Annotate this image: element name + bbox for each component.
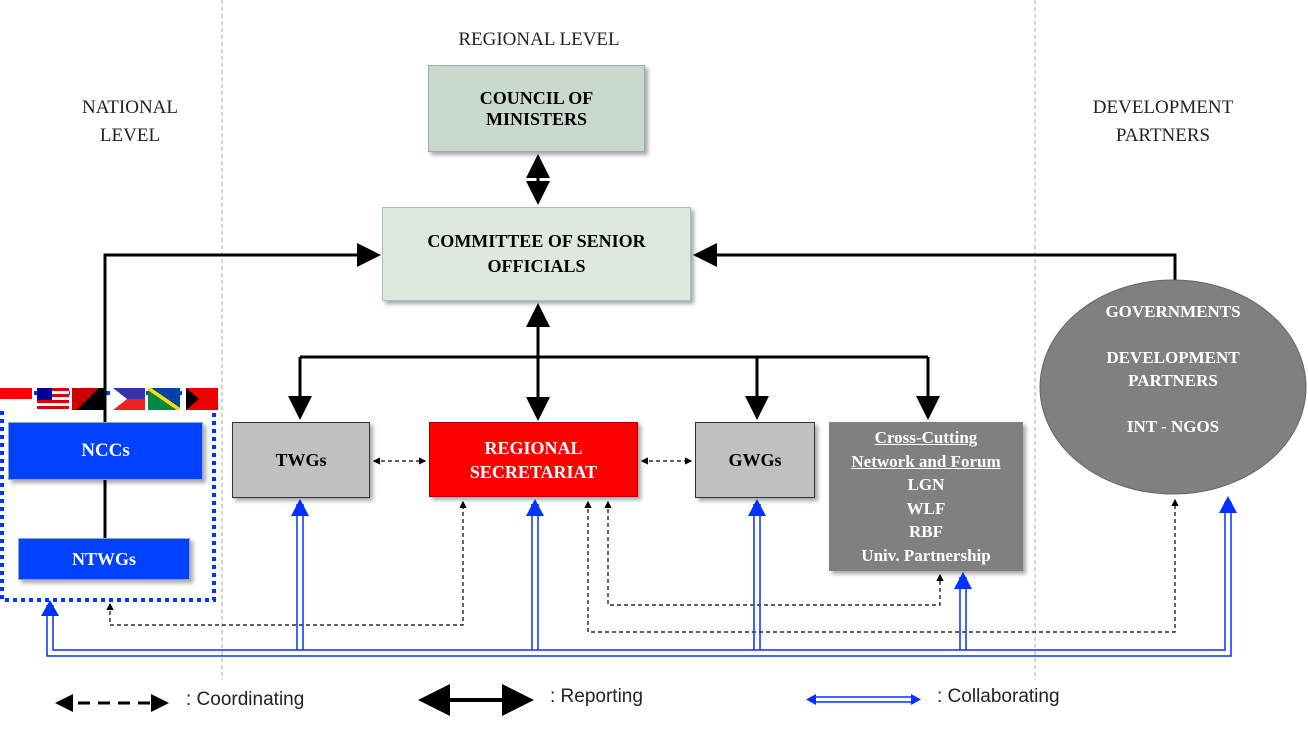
flag-png-icon (72, 388, 104, 410)
coordinating-lines (106, 457, 1179, 633)
cross-item: RBF (909, 522, 943, 541)
ntwgs-box: NTWGs (18, 538, 190, 580)
cross-cutting-box: Cross-Cutting Network and Forum LGN WLF … (829, 422, 1023, 571)
legend-coordinating-label: : Coordinating (186, 689, 305, 710)
cross-item: WLF (906, 498, 946, 518)
flag-philippines-icon (113, 388, 145, 410)
partners-ellipse (1039, 279, 1307, 495)
nccs-box: NCCs (8, 422, 203, 480)
legend-reporting-label: : Reporting (550, 686, 643, 707)
national-group-border (0, 391, 216, 602)
regional-level-label: REGIONAL LEVEL (458, 29, 620, 50)
flag-timor-leste-icon (186, 388, 218, 410)
flag-indonesia-icon (0, 388, 32, 410)
collaborating-lines (46, 502, 1232, 657)
cross-item: Univ. Partnership (861, 545, 991, 565)
cross-cutting-subtitle: Network and Forum (851, 451, 1001, 471)
legend-collaborating-line (812, 696, 915, 703)
cross-item: LGN (907, 475, 945, 494)
flag-solomon-islands-icon (148, 388, 180, 410)
collaborating-arrowheads (41, 496, 1237, 616)
flag-malaysia-icon (37, 388, 69, 410)
legend-collaborating-label: : Collaborating (937, 686, 1060, 707)
cross-cutting-title: Cross-Cutting (874, 428, 978, 447)
twgs-box: TWGs (232, 422, 370, 498)
gwgs-box: GWGs (695, 422, 815, 498)
